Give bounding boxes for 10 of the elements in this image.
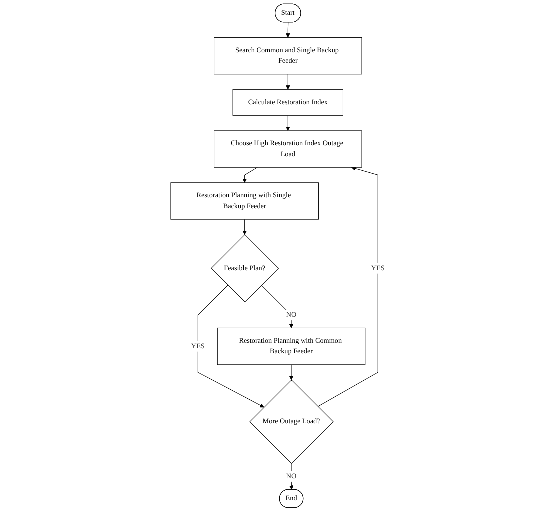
arrow xyxy=(286,22,290,38)
arrow xyxy=(289,364,294,380)
arrow xyxy=(242,219,248,236)
arrow xyxy=(242,167,258,184)
arrow xyxy=(198,285,264,408)
arrow xyxy=(262,285,294,328)
arrow xyxy=(286,74,290,90)
arrow xyxy=(318,166,378,407)
arrow xyxy=(290,463,294,490)
arrow xyxy=(286,115,290,132)
